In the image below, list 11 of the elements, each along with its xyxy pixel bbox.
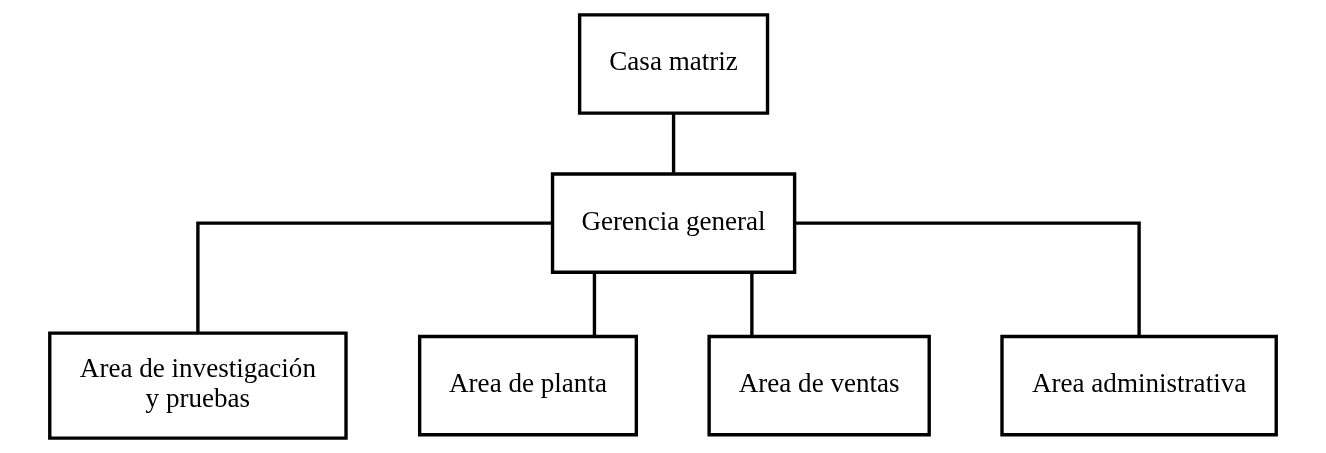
node-box: Area de planta [417,334,639,437]
connector [592,272,597,337]
connector [750,272,754,337]
connector [196,221,553,333]
node-box: Area de ventas [707,334,931,437]
node-box: Area administrativa [1000,334,1278,437]
connector [671,113,676,174]
connector [794,221,1141,337]
node-box: Gerencia general [550,172,797,274]
node-box: Area de investigación y pruebas [48,331,348,440]
node-box: Casa matriz [577,13,770,115]
